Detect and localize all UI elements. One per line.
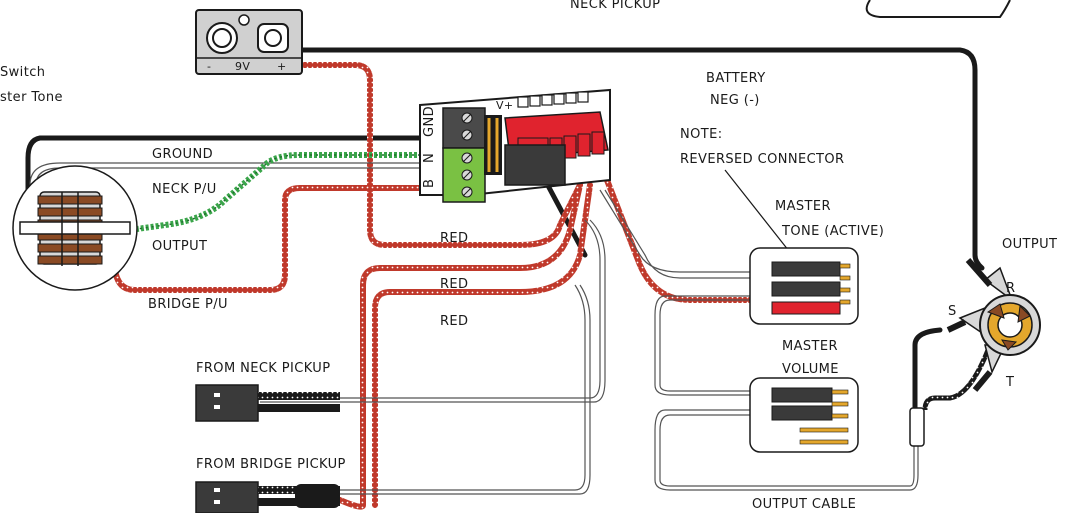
neck-pickup-label: FROM NECK PICKUP	[196, 361, 330, 376]
battery-minus: -	[207, 60, 211, 73]
side-label-switch: Switch	[0, 65, 45, 80]
volume-label-line2: VOLUME	[782, 362, 839, 377]
red-wires	[109, 62, 763, 510]
volume-label-line1: MASTER	[782, 339, 838, 354]
tone-label-line1: MASTER	[775, 199, 831, 214]
gold-pin-header	[484, 115, 502, 175]
white-cables	[29, 162, 919, 495]
pickup-switch	[12, 165, 138, 291]
label-red-1: RED	[440, 231, 468, 246]
label-red-3: RED	[440, 314, 468, 329]
battery-plus: +	[277, 60, 287, 73]
bridge-pickup-label: FROM BRIDGE PICKUP	[196, 457, 346, 472]
top-label: NECK PICKUP	[570, 0, 660, 12]
jack-ring-label: R	[1006, 281, 1015, 296]
master-tone-pot	[749, 247, 859, 325]
side-label-tone: ster Tone	[0, 90, 63, 105]
pin-label-n: N	[422, 153, 437, 163]
connector-note-line1: NOTE:	[680, 127, 723, 142]
battery-note-line2: NEG (-)	[710, 93, 760, 108]
master-volume-pot	[749, 377, 859, 453]
output-cable-plug	[909, 407, 925, 447]
battery-clip: - 9V +	[195, 9, 303, 75]
label-ground: GROUND	[152, 147, 213, 162]
preamp-board: V+ GND N B	[419, 88, 611, 203]
battery-negative-terminal-icon	[206, 22, 238, 54]
battery-voltage: 9V	[235, 60, 250, 73]
battery-positive-terminal-icon	[257, 23, 289, 53]
label-output: OUTPUT	[152, 239, 207, 254]
bridge-pickup-connector	[195, 481, 340, 513]
output-jack-cable	[922, 349, 991, 411]
output-cable-label: OUTPUT CABLE	[752, 497, 856, 512]
tone-label-line2: TONE (ACTIVE)	[781, 224, 884, 239]
battery-note-line1: BATTERY	[706, 71, 766, 86]
neck-pickup-connector	[195, 384, 340, 422]
partial-outline	[865, 0, 1011, 18]
black-connector	[504, 144, 566, 186]
label-neck-pu: NECK P/U	[152, 182, 217, 197]
label-bridge-pu: BRIDGE P/U	[148, 297, 228, 312]
output-jack	[946, 258, 1041, 392]
label-red-2: RED	[440, 277, 468, 292]
pin-label-gnd: GND	[422, 106, 437, 137]
output-jack-title: OUTPUT	[1002, 237, 1057, 252]
jack-tip-label: T	[1005, 375, 1014, 390]
pin-label-b: B	[422, 179, 437, 188]
connector-note-line2: REVERSED CONNECTOR	[680, 152, 844, 167]
board-power-label: V+	[496, 99, 514, 112]
jack-sleeve-label: S	[948, 304, 957, 319]
header-pins	[517, 91, 589, 108]
